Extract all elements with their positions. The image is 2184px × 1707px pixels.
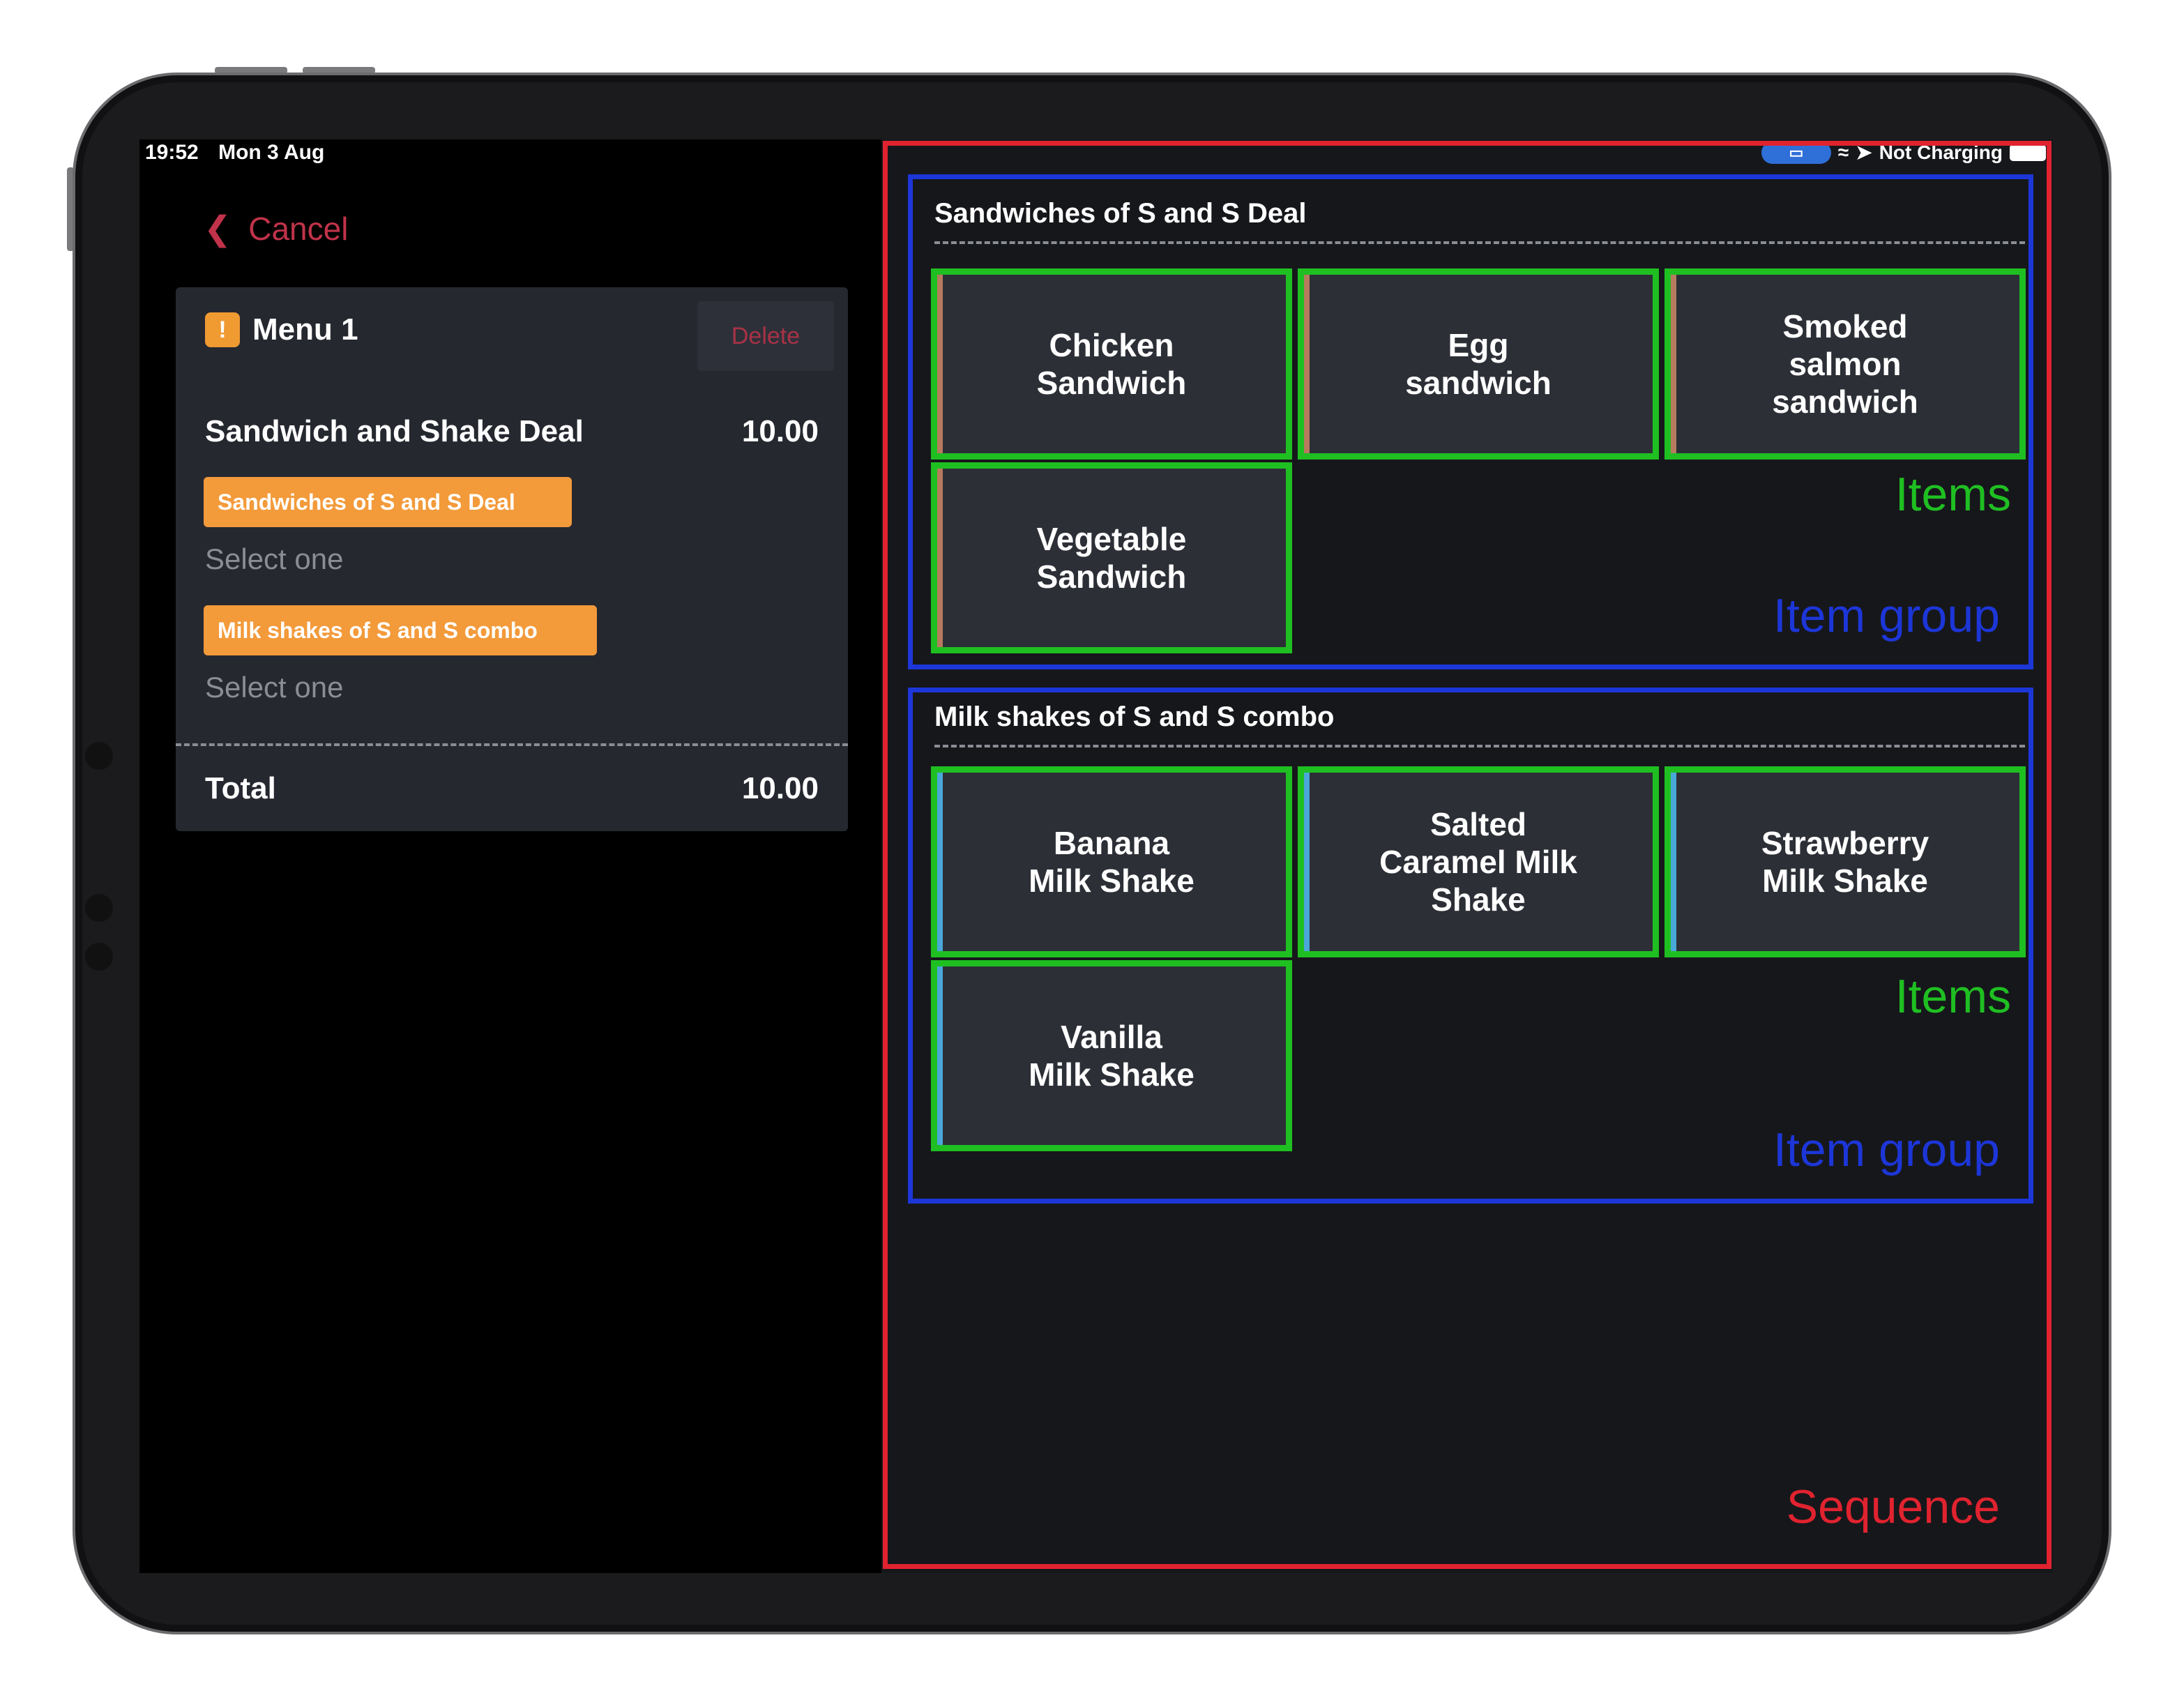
volume-down-button xyxy=(303,67,375,74)
total-label: Total xyxy=(205,771,276,805)
delete-button[interactable]: Delete xyxy=(697,301,834,371)
group-divider xyxy=(934,241,2025,244)
menu-header: ! Menu 1 xyxy=(205,312,358,347)
divider xyxy=(176,743,848,746)
deal-price: 10.00 xyxy=(741,414,819,448)
cancel-label: Cancel xyxy=(248,211,349,247)
items-annotation: Items xyxy=(1895,970,2011,1023)
item-tile[interactable]: Strawberry Milk Shake xyxy=(1664,766,2026,957)
item-tile[interactable]: Salted Caramel Milk Shake xyxy=(1298,766,1659,957)
charging-status: Not Charging xyxy=(1879,141,2003,163)
item-tile[interactable]: Smoked salmon sandwich xyxy=(1664,268,2026,460)
status-icons: ▭ ≈ ➤ Not Charging xyxy=(1761,141,2046,164)
tag-milkshakes[interactable]: Milk shakes of S and S combo xyxy=(204,605,597,655)
camera-dot xyxy=(85,742,113,770)
date-label: Mon 3 Aug xyxy=(218,141,325,164)
cancel-button[interactable]: ❮ Cancel xyxy=(204,209,348,248)
status-time: 19:52 Mon 3 Aug xyxy=(145,141,324,165)
sequence-annotation: Sequence xyxy=(1786,1480,2000,1533)
group-title: Sandwiches of S and S Deal xyxy=(934,198,1307,229)
screen-mirror-icon: ▭ xyxy=(1761,141,1831,164)
order-card: ! Menu 1 Delete Sandwich and Shake Deal … xyxy=(176,287,848,831)
deal-name: Sandwich and Shake Deal xyxy=(205,414,584,448)
deal-row: Sandwich and Shake Deal 10.00 xyxy=(205,414,819,449)
wifi-icon: ≈ xyxy=(1837,141,1849,163)
items-annotation: Items xyxy=(1895,468,2011,521)
item-group-box xyxy=(908,688,2033,1204)
item-tile[interactable]: Chicken Sandwich xyxy=(931,268,1292,460)
select-hint: Select one xyxy=(205,543,344,575)
location-arrow-icon: ➤ xyxy=(1856,142,1872,163)
sensor-dot xyxy=(85,943,113,971)
group-divider xyxy=(934,745,2025,748)
total-row: Total 10.00 xyxy=(205,771,819,806)
item-tile[interactable]: Vegetable Sandwich xyxy=(931,462,1292,653)
sensor-dot xyxy=(85,894,113,922)
chevron-left-icon: ❮ xyxy=(204,211,232,248)
power-button xyxy=(67,167,74,251)
total-value: 10.00 xyxy=(741,771,819,805)
item-tile[interactable]: Egg sandwich xyxy=(1298,268,1659,460)
warning-icon: ! xyxy=(205,312,240,347)
time-label: 19:52 xyxy=(145,141,199,164)
volume-up-button xyxy=(215,67,287,74)
menu-title: Menu 1 xyxy=(252,312,358,347)
item-tile[interactable]: Banana Milk Shake xyxy=(931,766,1292,957)
screen: 19:52 Mon 3 Aug ❮ Cancel ! Menu 1 Delete… xyxy=(139,139,2053,1573)
item-group-annotation: Item group xyxy=(1773,589,2000,642)
select-hint: Select one xyxy=(205,671,344,704)
tag-sandwiches[interactable]: Sandwiches of S and S Deal xyxy=(204,477,572,527)
battery-icon xyxy=(2010,144,2046,161)
item-group-box xyxy=(908,174,2033,669)
item-tile[interactable]: Vanilla Milk Shake xyxy=(931,960,1292,1151)
item-group-annotation: Item group xyxy=(1773,1123,2000,1176)
group-title: Milk shakes of S and S combo xyxy=(934,701,1335,732)
